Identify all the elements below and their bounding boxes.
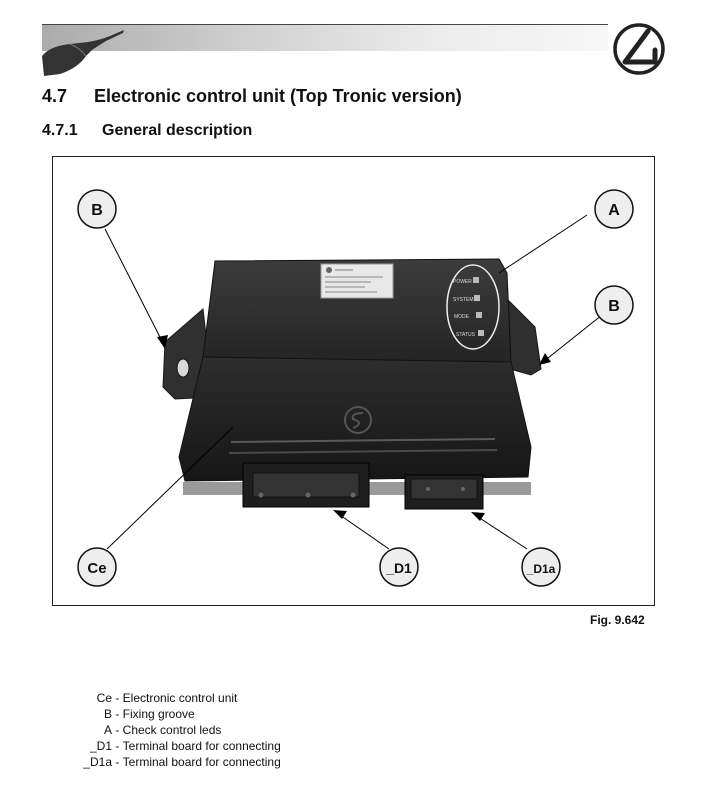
legend-key: A [103, 723, 112, 737]
legend-key: _D1a [83, 755, 112, 769]
connector-d1-inner [252, 472, 360, 498]
manufacturer-logo-icon [344, 406, 372, 434]
subsection-heading: 4.7.1 General description [42, 122, 252, 140]
legend-text: Check control leds [122, 723, 222, 737]
legend-text: Terminal board for connecting [122, 755, 281, 769]
legend-item: _D1a - Terminal board for connecting [46, 754, 281, 770]
label-logo-icon [326, 267, 332, 273]
legend-key: B [103, 707, 112, 721]
connector-d1-pin [350, 492, 356, 498]
left-fixing-hole [176, 358, 190, 378]
figure-frame: POWER SYSTEM MODE STATUS [52, 156, 655, 606]
leader-b-left [104, 228, 166, 348]
subsection-title: General description [102, 122, 253, 139]
arrowhead-icon [539, 353, 551, 365]
led-mode [476, 312, 482, 318]
led-label-power: POWER [453, 279, 472, 285]
ecu-photo-illustration: POWER SYSTEM MODE STATUS [77, 189, 634, 587]
callout-d1a: _D1a [521, 547, 561, 587]
connector-d1-pin [258, 492, 264, 498]
callout-label: B [91, 202, 103, 219]
callout-label: B [608, 298, 620, 315]
header-band [42, 24, 608, 51]
connector-d1a-pin [426, 487, 430, 491]
leader-b-right [542, 314, 603, 363]
brand-logo-icon [613, 23, 665, 75]
callout-b-right: B [594, 285, 634, 325]
housing-ridge [228, 449, 498, 454]
legend-item: A - Check control leds [46, 722, 281, 738]
callout-a: A [594, 189, 634, 229]
manufacturer-logo-mark [351, 412, 364, 429]
callout-d1: _D1 [379, 547, 419, 587]
legend-text: Terminal board for connecting [122, 739, 281, 753]
subsection-number: 4.7.1 [42, 122, 78, 139]
arrowhead-icon [333, 510, 347, 519]
connector-d1a-inner [410, 478, 478, 500]
legend-text: Electronic control unit [122, 691, 238, 705]
leader-ce [106, 426, 234, 550]
led-label-system: SYSTEM [453, 297, 474, 303]
legend: Ce - Electronic control unit B - Fixing … [46, 690, 281, 770]
section-heading: 4.7 Electronic control unit (Top Tronic v… [42, 86, 462, 107]
housing-ridge [230, 438, 496, 443]
callout-label: Ce [87, 560, 106, 577]
legend-item: B - Fixing groove [46, 706, 281, 722]
callout-b-left: B [77, 189, 117, 229]
callout-label: A [608, 202, 620, 219]
figure-caption: Fig. 9.642 [590, 613, 645, 627]
led-power [473, 277, 479, 283]
connector-d1-pin [305, 492, 311, 498]
callout-label: _D1a [526, 562, 556, 576]
section-number: 4.7 [42, 86, 68, 106]
callout-label: _D1 [385, 560, 412, 576]
led-system [474, 295, 480, 301]
callout-ce: Ce [77, 547, 117, 587]
leader-d1 [336, 512, 390, 550]
arrowhead-icon [157, 335, 168, 349]
led-status [478, 330, 484, 336]
legend-key: Ce [96, 691, 112, 705]
led-highlight-ellipse [446, 264, 500, 350]
legend-item: Ce - Electronic control unit [46, 690, 281, 706]
legend-key: _D1 [89, 739, 112, 753]
pointing-hand-icon [42, 30, 124, 76]
arrowhead-icon [471, 512, 485, 521]
led-label-status: STATUS [456, 332, 476, 338]
section-title: Electronic control unit (Top Tronic vers… [94, 86, 462, 106]
legend-item: _D1 - Terminal board for connecting [46, 738, 281, 754]
leader-d1a [474, 514, 528, 550]
connector-d1a-pin [461, 487, 465, 491]
legend-text: Fixing groove [122, 707, 195, 721]
leader-a [498, 214, 588, 274]
led-label-mode: MODE [454, 314, 470, 320]
